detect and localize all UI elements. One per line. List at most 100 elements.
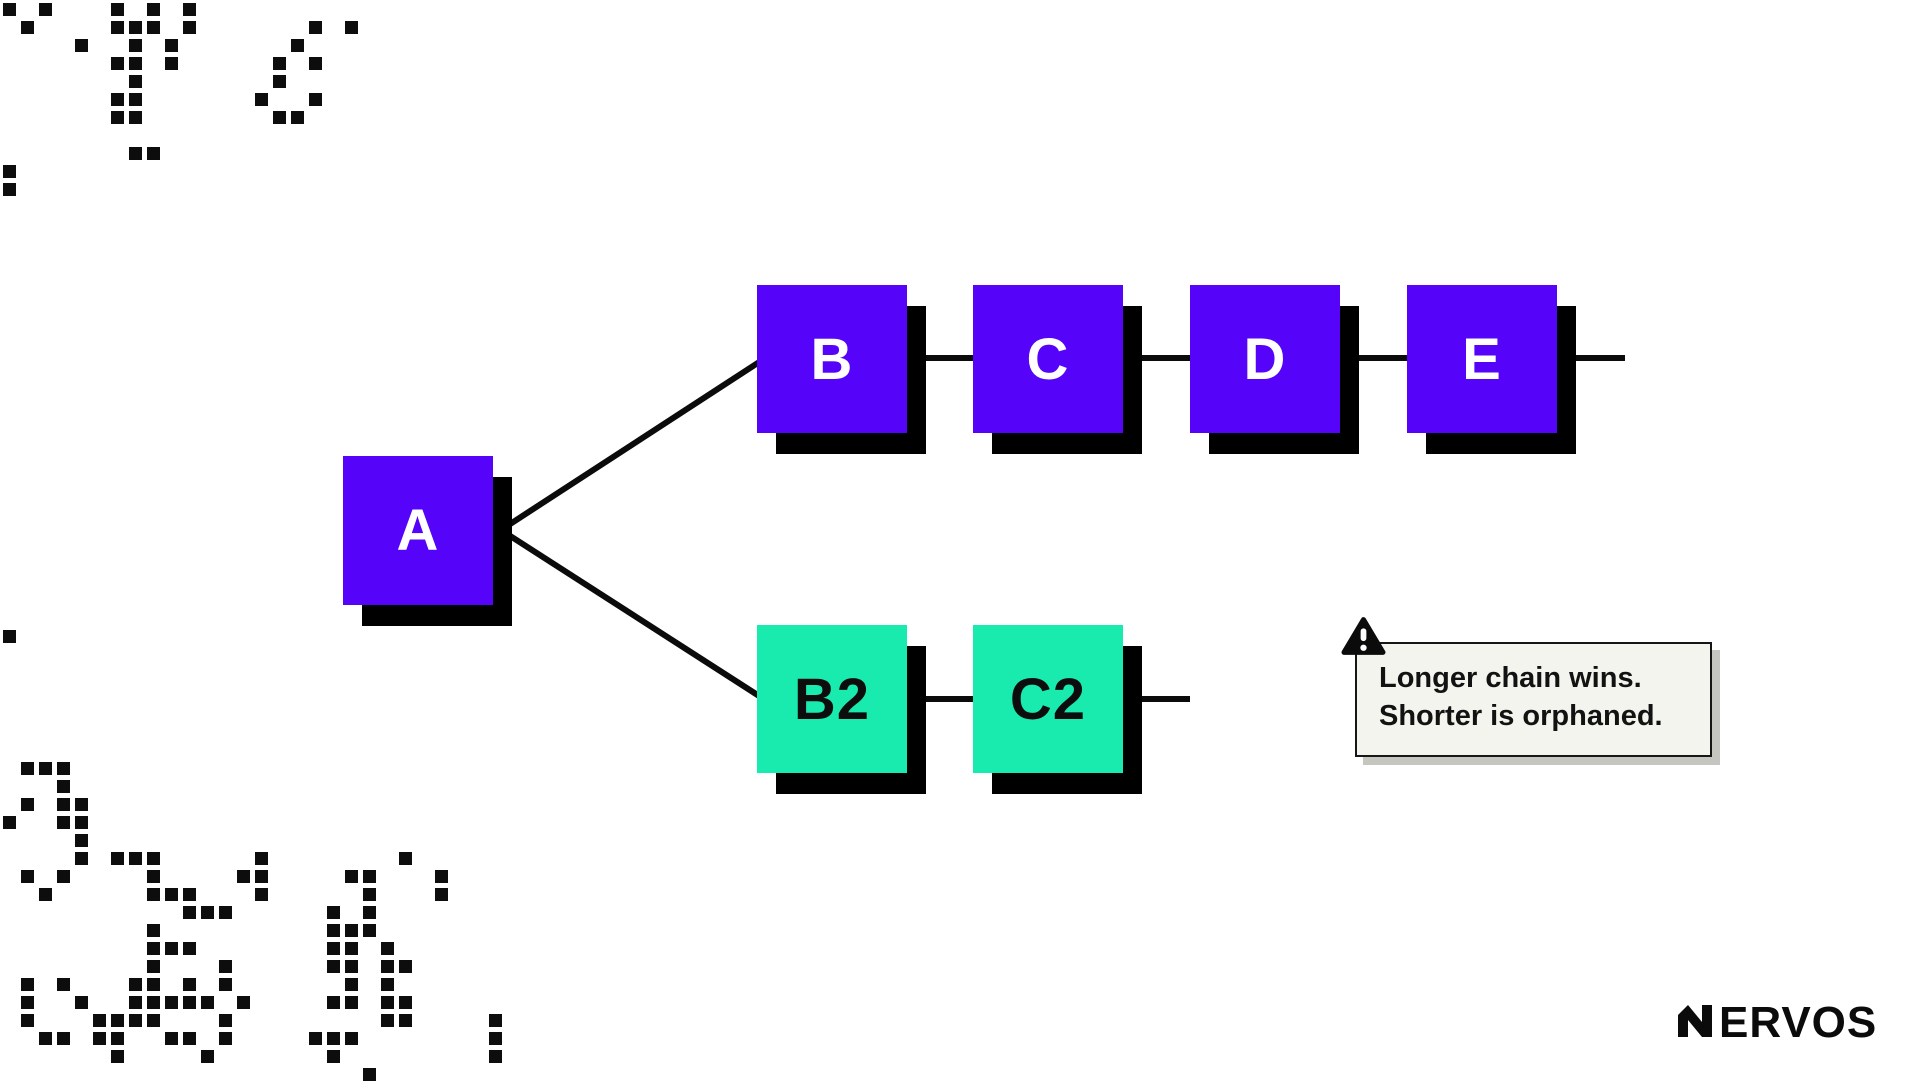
dust-pixel: [147, 21, 160, 34]
dust-pixel: [255, 888, 268, 901]
dust-pixel: [111, 57, 124, 70]
dust-pixel: [21, 978, 34, 991]
dust-pixel: [21, 21, 34, 34]
dust-pixel: [3, 183, 16, 196]
dust-pixel: [165, 1032, 178, 1045]
dust-pixel: [345, 1032, 358, 1045]
dust-pixel: [111, 111, 124, 124]
dust-pixel: [327, 996, 340, 1009]
dust-pixel: [183, 888, 196, 901]
dust-pixel: [165, 39, 178, 52]
dust-pixel: [183, 3, 196, 16]
dust-pixel: [399, 852, 412, 865]
dust-pixel: [219, 978, 232, 991]
dust-pixel: [129, 978, 142, 991]
dust-pixel: [129, 147, 142, 160]
dust-pixel: [219, 906, 232, 919]
dust-pixel: [129, 93, 142, 106]
block-E: E: [1407, 285, 1576, 454]
block-face-D: D: [1190, 285, 1340, 433]
dust-pixel: [147, 888, 160, 901]
dust-pixel: [111, 93, 124, 106]
dust-pixel: [147, 960, 160, 973]
dust-pixel: [3, 165, 16, 178]
dust-pixel: [21, 996, 34, 1009]
dust-pixel: [111, 3, 124, 16]
dust-pixel: [255, 852, 268, 865]
dust-pixel: [345, 924, 358, 937]
dust-pixel: [201, 1050, 214, 1063]
dust-pixel: [147, 996, 160, 1009]
dust-pixel: [111, 852, 124, 865]
dust-pixel: [381, 960, 394, 973]
dust-pixel: [57, 978, 70, 991]
block-D: D: [1190, 285, 1359, 454]
dust-pixel: [273, 57, 286, 70]
block-label-E: E: [1462, 326, 1502, 392]
dust-pixel: [219, 960, 232, 973]
dust-pixel: [75, 816, 88, 829]
dust-pixel: [129, 996, 142, 1009]
block-label-B: B: [810, 326, 854, 392]
dust-pixel: [129, 1014, 142, 1027]
dust-pixel: [111, 1014, 124, 1027]
dust-pixel: [435, 888, 448, 901]
block-C2: C2: [973, 625, 1142, 794]
annotation-note: Longer chain wins. Shorter is orphaned.: [1355, 642, 1712, 757]
dust-pixel: [201, 996, 214, 1009]
dust-pixel: [327, 960, 340, 973]
dust-pixel: [39, 3, 52, 16]
dust-pixel: [363, 1068, 376, 1081]
dust-pixel: [147, 924, 160, 937]
dust-pixel: [93, 1014, 106, 1027]
block-B: B: [757, 285, 926, 454]
dust-pixel: [345, 870, 358, 883]
dust-pixel: [147, 942, 160, 955]
block-face-B: B: [757, 285, 907, 433]
dust-pixel: [39, 1032, 52, 1045]
dust-pixel: [183, 906, 196, 919]
block-face-C: C: [973, 285, 1123, 433]
dust-pixel: [309, 1032, 322, 1045]
block-B2: B2: [757, 625, 926, 794]
dust-pixel: [57, 870, 70, 883]
dust-pixel: [381, 978, 394, 991]
block-label-C2: C2: [1009, 666, 1087, 732]
dust-pixel: [381, 1014, 394, 1027]
dust-pixel: [93, 1032, 106, 1045]
dust-pixel: [309, 57, 322, 70]
dust-pixel: [183, 21, 196, 34]
dust-pixel: [309, 93, 322, 106]
note-line-1: Longer chain wins.: [1379, 662, 1642, 694]
block-face-A: A: [343, 456, 493, 605]
dust-pixel: [219, 1014, 232, 1027]
dust-pixel: [255, 93, 268, 106]
dust-pixel: [399, 996, 412, 1009]
dust-pixel: [57, 780, 70, 793]
dust-pixel: [147, 3, 160, 16]
block-label-D: D: [1243, 326, 1287, 392]
dust-pixel: [3, 630, 16, 643]
dust-pixel: [327, 906, 340, 919]
dust-pixel: [345, 996, 358, 1009]
dust-pixel: [327, 1032, 340, 1045]
dust-pixel: [129, 852, 142, 865]
dust-pixel: [165, 888, 178, 901]
dust-pixel: [183, 942, 196, 955]
dust-pixel: [75, 39, 88, 52]
dust-pixel: [129, 57, 142, 70]
nervos-logo-text: ERVOS: [1719, 1002, 1877, 1042]
dust-pixel: [327, 942, 340, 955]
block-C: C: [973, 285, 1142, 454]
dust-pixel: [129, 39, 142, 52]
dust-pixel: [39, 762, 52, 775]
dust-pixel: [57, 762, 70, 775]
dust-pixel: [147, 1014, 160, 1027]
dust-pixel: [57, 1032, 70, 1045]
dust-pixel: [489, 1050, 502, 1063]
dust-pixel: [111, 21, 124, 34]
dust-pixel: [147, 870, 160, 883]
block-label-C: C: [1026, 326, 1070, 392]
